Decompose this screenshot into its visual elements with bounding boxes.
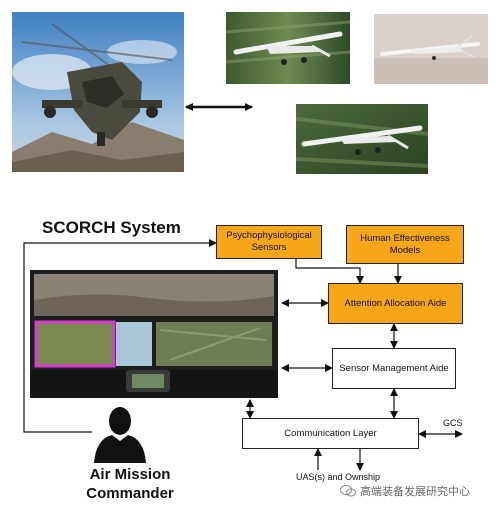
sensor-management-aide-box: Sensor Management Aide (332, 348, 456, 389)
sensor-management-aide-label: Sensor Management Aide (339, 362, 449, 374)
communication-layer-box: Communication Layer (242, 418, 419, 449)
gcs-label: GCS (443, 418, 463, 428)
watermark-text: 高端装备发展研究中心 (360, 486, 470, 498)
drone-photo-3 (296, 104, 428, 174)
attention-allocation-aide-label: Attention Allocation Aide (344, 297, 447, 309)
drone-photo-2 (374, 14, 488, 84)
watermark: 高端装备发展研究中心 (340, 483, 470, 499)
attention-allocation-aide-box: Attention Allocation Aide (328, 283, 463, 324)
wechat-icon (340, 485, 356, 497)
psychophysiological-sensors-box: Psychophysiological Sensors (216, 225, 322, 259)
uas-ownship-label: UAS(s) and Ownship (296, 472, 381, 482)
air-mission-commander-label: Air Mission Commander (86, 466, 174, 502)
human-effectiveness-models-box: Human Effectiveness Models (346, 225, 464, 264)
commander-silhouette-icon (92, 405, 148, 463)
communication-layer-label: Communication Layer (284, 427, 377, 439)
cockpit-display-photo (30, 270, 278, 398)
human-effectiveness-models-label: Human Effectiveness Models (360, 232, 450, 256)
system-title: SCORCH System (42, 218, 181, 237)
helicopter-photo (12, 12, 184, 172)
drone-photo-1 (226, 12, 350, 84)
psychophysiological-sensors-label: Psychophysiological Sensors (226, 230, 312, 253)
